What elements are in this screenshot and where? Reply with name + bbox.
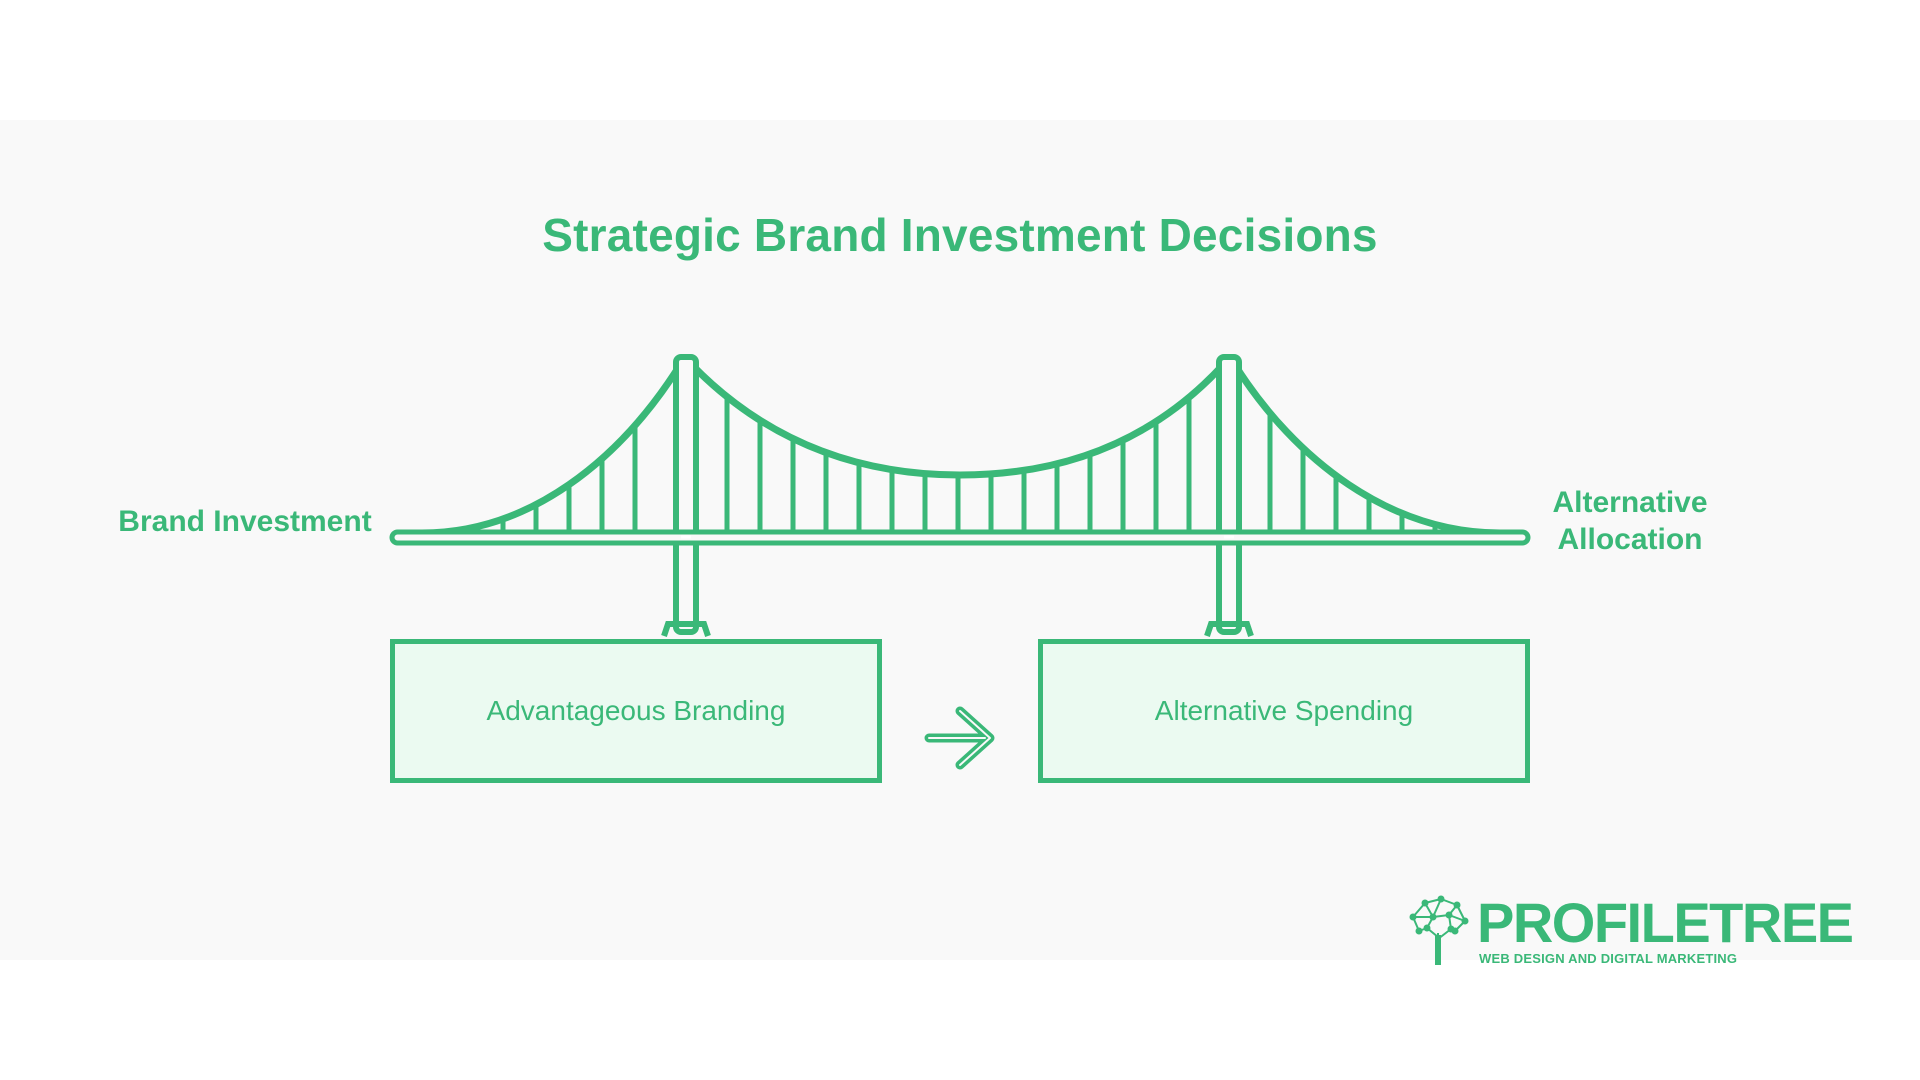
bridge-tower-left <box>661 354 711 637</box>
arrow-inner-line <box>928 710 991 766</box>
bridge-hangers <box>500 396 1438 533</box>
bridge-deck <box>389 529 1531 546</box>
bridge-cable-center-span <box>688 361 1227 479</box>
right-pier-box: Alternative Spending <box>1038 639 1530 783</box>
profiletree-logo: PROFILETREE WEB DESIGN AND DIGITAL MARKE… <box>1405 893 1854 969</box>
left-pier-box: Advantageous Branding <box>390 639 882 783</box>
right-end-label-line-2: Allocation <box>1557 523 1703 556</box>
bridge-cable-left-span <box>418 361 684 537</box>
right-end-label: Alternative Allocation <box>1530 484 1730 558</box>
left-end-label: Brand Investment <box>118 505 372 538</box>
right-end-label-line-1: Alternative <box>1552 486 1708 519</box>
right-pier-label: Alternative Spending <box>1154 695 1414 726</box>
bridge-cable-right-span <box>1231 361 1504 537</box>
tree-network-icon <box>1409 895 1469 965</box>
logo-tagline: WEB DESIGN AND DIGITAL MARKETING <box>1479 951 1738 966</box>
diagram-title: Strategic Brand Investment Decisions <box>542 209 1378 261</box>
bridge-tower-right <box>1204 354 1254 637</box>
logo-wordmark: PROFILETREE <box>1477 891 1854 954</box>
left-pier-label: Advantageous Branding <box>486 695 786 726</box>
